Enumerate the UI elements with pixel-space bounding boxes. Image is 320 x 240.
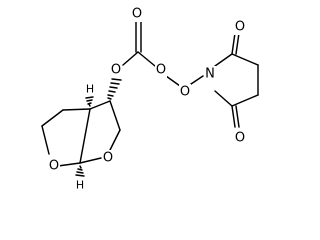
- bond-bottom-carbonyl-carbon-to-nitrogen: [214, 90, 233, 107]
- bond-ester-oxygen-to-oxygen: [165, 75, 181, 87]
- atom-ring-oxygen-right: O: [103, 151, 113, 166]
- bond-ch2-left-upper: [41, 109, 64, 127]
- bond-ch2-left-to-bridge: [62, 108, 91, 111]
- bond-ring-oxygen-right-to-ch2: [109, 129, 121, 151]
- atom-hydroxylamine-oxygen: O: [180, 85, 190, 100]
- bond-ch-to-ring-oxygen-right: [79, 157, 102, 164]
- atom-imide-oxygen-top: O: [235, 20, 245, 35]
- atom-succinimide-nitrogen: N: [205, 67, 215, 82]
- hash-carbinol-to-oxygen: [107, 78, 122, 100]
- atom-ring-oxygen-left: O: [49, 159, 59, 174]
- bond-bottom-carbonyl-outer: [231, 105, 236, 128]
- atom-ester-oxygen: O: [156, 63, 166, 78]
- atom-stereo-h-bottom: H: [76, 179, 84, 192]
- bond-fusion-bond: [79, 108, 91, 164]
- chemical-structure: O O O N O O O O O H H: [41, 6, 259, 192]
- atom-stereo-h-top: H: [86, 83, 94, 96]
- bond-carbonate-carbon-to-ester-oxygen: [137, 51, 156, 67]
- bond-top-carbonyl-to-ch2: [231, 53, 259, 66]
- bond-ch2-right-to-carbinol: [109, 100, 121, 131]
- bond-top-carbonyl-outer: [231, 32, 236, 55]
- bond-ring-oxygen-left-to-ch: [57, 162, 81, 167]
- bond-carbinol-to-bridge: [89, 100, 111, 110]
- bond-left-ring-lower: [41, 125, 50, 155]
- stereo-bonds: [75, 78, 122, 177]
- carbonate-and-succinimide-bonds: [122, 17, 259, 128]
- bond-ch2-to-bottom-carbonyl-carbon: [231, 94, 259, 107]
- atom-carbonate-oxygen: O: [111, 63, 121, 78]
- atom-imide-oxygen-bottom: O: [235, 131, 245, 146]
- bond-top-carbonyl-inner: [235, 32, 240, 55]
- bond-oxygen-to-carbonate-carbon: [122, 51, 139, 66]
- atom-carbonyl-oxygen: O: [132, 7, 142, 22]
- atom-labels: O O O N O O O O O H H: [48, 6, 246, 192]
- hash-to-top-h: [85, 96, 94, 107]
- bicyclic-ring-bonds: [41, 100, 121, 167]
- bond-bottom-carbonyl-inner: [235, 105, 240, 128]
- bond-nitrogen-to-top-carbonyl-carbon: [214, 53, 233, 67]
- hash-to-bottom-h: [75, 165, 85, 177]
